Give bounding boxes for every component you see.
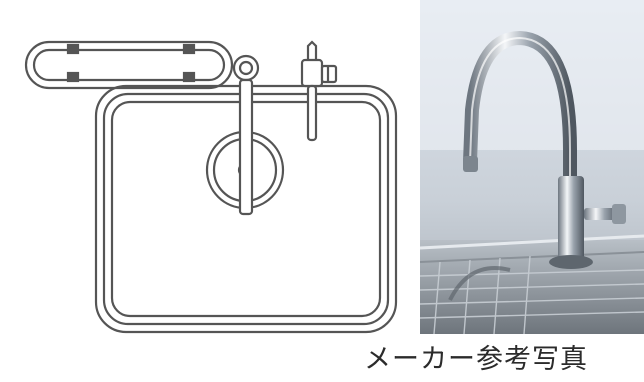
- faucet: [232, 54, 260, 216]
- dish-rack: [24, 40, 234, 90]
- photo-caption: メーカー参考写真: [364, 344, 588, 375]
- sink-line-drawing: [24, 40, 398, 334]
- faucet-photo: [420, 0, 644, 334]
- water-purifier-tap: [300, 40, 338, 142]
